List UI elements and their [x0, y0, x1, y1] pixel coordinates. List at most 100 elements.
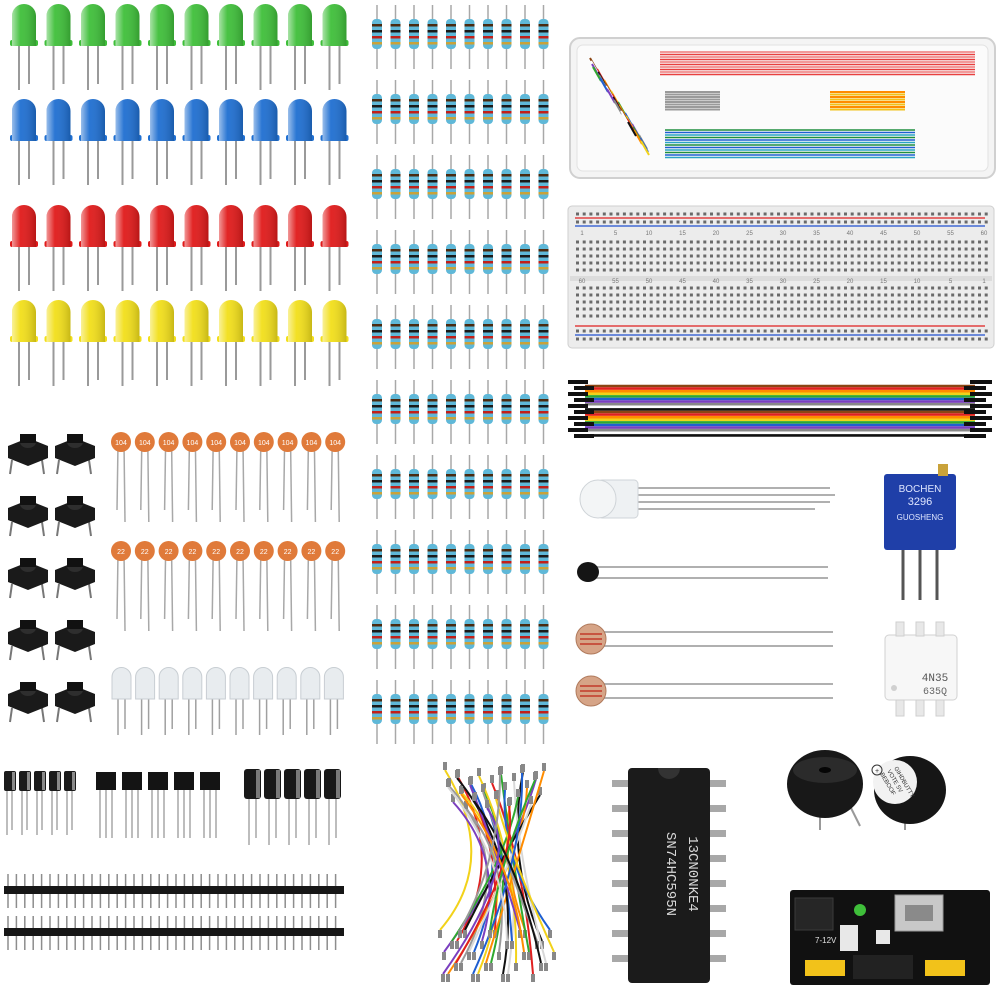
led	[286, 99, 314, 185]
svg-text:+: +	[875, 768, 879, 775]
resistor	[464, 230, 475, 294]
ceramic-capacitor: 22	[277, 541, 298, 632]
breadboard-column-number: 20	[713, 231, 720, 237]
jumper-wire	[460, 793, 525, 953]
led	[148, 205, 176, 291]
resistor	[464, 5, 475, 69]
resistor	[446, 155, 456, 219]
pot-label-3: GUOSHENG	[897, 513, 944, 522]
resistor	[520, 680, 530, 744]
ceramic-capacitor: 22	[230, 541, 250, 632]
breadboard-column-number: 60	[579, 279, 586, 285]
led	[10, 205, 38, 291]
resistor	[427, 305, 438, 369]
resistor	[446, 230, 456, 294]
ic-pin	[710, 880, 726, 887]
led	[217, 205, 245, 291]
resistor	[520, 305, 530, 369]
ic-pin	[612, 855, 628, 862]
resistor	[409, 5, 419, 69]
breadboard-column-number: 15	[880, 279, 887, 285]
resistor	[372, 455, 382, 519]
ceramic-capacitor: 22	[301, 541, 322, 632]
led	[182, 300, 211, 386]
white-led	[182, 667, 203, 735]
jumper-wire	[473, 800, 542, 964]
resistor	[538, 380, 549, 444]
led	[286, 300, 314, 386]
led	[44, 99, 73, 185]
resistor	[390, 605, 401, 669]
ic-pin	[612, 930, 628, 937]
resistor	[520, 5, 530, 69]
resistor	[520, 230, 530, 294]
breadboard-column-number: 40	[713, 279, 720, 285]
resistor	[501, 155, 512, 219]
resistor	[538, 230, 549, 294]
resistor	[483, 680, 493, 744]
ic-pin	[710, 930, 726, 937]
jumper-wire	[468, 803, 532, 953]
resistor-grid	[372, 5, 549, 744]
resistor	[372, 680, 382, 744]
white-led	[111, 667, 132, 735]
capacitor-code: 104	[163, 440, 175, 447]
resistor	[483, 305, 493, 369]
resistor	[538, 305, 549, 369]
resistor	[427, 230, 438, 294]
resistor	[390, 530, 401, 594]
resistor	[520, 605, 530, 669]
push-button	[8, 558, 48, 599]
breadboard-column-number: 5	[614, 231, 618, 237]
breadboard-column-number: 15	[679, 231, 686, 237]
resistor	[501, 380, 512, 444]
resistor	[446, 5, 456, 69]
resistor	[520, 380, 530, 444]
capacitor-code: 22	[236, 549, 244, 556]
rgb-led	[579, 479, 835, 519]
optocoupler: 4N35 635Q	[884, 621, 958, 717]
resistor	[390, 455, 401, 519]
ic-pin	[710, 805, 726, 812]
breadboard-column-number: 25	[746, 231, 753, 237]
breadboard-column-number: 25	[813, 279, 820, 285]
buzzer-pair: GIHDBUTTY VOTE 5V BEBOOF +	[787, 750, 946, 830]
resistor	[390, 80, 401, 144]
resistor	[409, 80, 419, 144]
resistor	[390, 380, 401, 444]
ceramic-capacitor: 104	[301, 432, 322, 523]
ceramic-capacitor: 22	[111, 541, 131, 632]
resistor	[372, 230, 382, 294]
ic-pin	[710, 955, 726, 962]
resistor	[372, 80, 382, 144]
resistor	[483, 155, 493, 219]
resistor	[446, 605, 456, 669]
led	[113, 300, 142, 386]
led	[182, 205, 211, 291]
jumper-wire	[465, 808, 503, 953]
white-led-row	[111, 667, 344, 735]
opto-label-1: 4N35	[922, 673, 948, 685]
pin-header	[4, 916, 344, 950]
resistor	[464, 455, 475, 519]
led	[320, 4, 349, 90]
resistor	[409, 680, 419, 744]
jumper-wire-box	[569, 37, 996, 179]
transistor	[96, 772, 116, 838]
electrolytic-capacitor	[49, 771, 61, 835]
led	[251, 99, 280, 185]
led	[79, 4, 107, 90]
ceramic-capacitor: 104	[158, 432, 179, 523]
resistor	[446, 380, 456, 444]
ceramic-capacitor: 22	[325, 541, 346, 632]
opto-label-2: 635Q	[923, 687, 947, 698]
capacitor-code: 22	[331, 549, 339, 556]
white-led	[229, 667, 250, 735]
capacitor-code: 104	[139, 440, 151, 447]
resistor	[464, 680, 475, 744]
ic-pin	[612, 880, 628, 887]
push-button	[8, 434, 48, 475]
led	[79, 205, 107, 291]
power-supply-module: 7-12V	[790, 890, 990, 985]
